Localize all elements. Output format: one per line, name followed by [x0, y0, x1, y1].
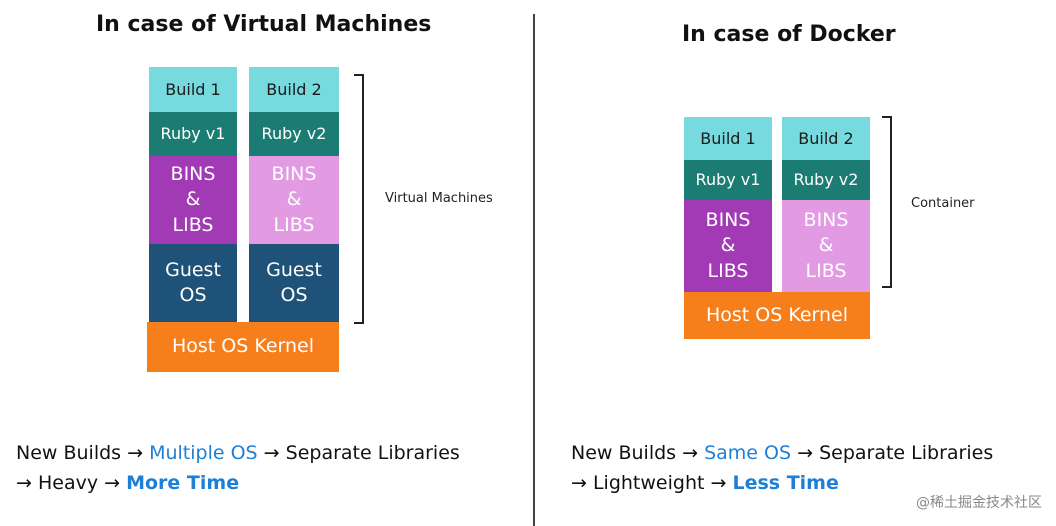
arrow-icon: → [127, 442, 144, 464]
docker-bins-libs-1: BINS & LIBS [684, 200, 772, 292]
divider [533, 14, 535, 526]
vm-build-1: Build 1 [149, 67, 237, 112]
docker-weight-label: Lightweight [592, 472, 705, 494]
arrow-icon: → [682, 442, 699, 464]
docker-host-os-kernel: Host OS Kernel [684, 292, 870, 339]
docker-bins-libs-2: BINS & LIBS [782, 200, 870, 292]
arrow-icon: → [263, 442, 280, 464]
docker-build-2: Build 2 [782, 117, 870, 160]
docker-libraries-label: Separate Libraries [819, 442, 994, 464]
vm-caption-line-1: New Builds → Multiple OS → Separate Libr… [16, 442, 460, 464]
arrow-icon: → [710, 472, 727, 494]
vm-ruby-2: Ruby v2 [249, 112, 339, 156]
vm-title: In case of Virtual Machines [96, 12, 432, 37]
vm-os-label: Multiple OS [149, 442, 258, 464]
docker-ruby-1: Ruby v1 [684, 160, 772, 200]
arrow-icon: → [797, 442, 814, 464]
vm-libraries-label: Separate Libraries [285, 442, 460, 464]
vm-guest-os-2: Guest OS [249, 244, 339, 322]
vm-new-builds: New Builds [16, 442, 122, 464]
docker-time-label: Less Time [732, 472, 839, 494]
docker-brace-label: Container [911, 196, 975, 211]
docker-os-label: Same OS [704, 442, 792, 464]
arrow-icon: → [104, 472, 121, 494]
vm-bins-libs-2: BINS & LIBS [249, 156, 339, 244]
vm-brace-label: Virtual Machines [385, 191, 493, 206]
docker-ruby-2: Ruby v2 [782, 160, 870, 200]
docker-new-builds: New Builds [571, 442, 677, 464]
docker-title: In case of Docker [682, 22, 896, 47]
docker-build-1: Build 1 [684, 117, 772, 160]
arrow-icon: → [16, 472, 32, 494]
vm-caption-line-2: → Heavy → More Time [16, 472, 239, 494]
docker-brace [882, 116, 892, 288]
vm-weight-label: Heavy [37, 472, 99, 494]
vm-build-2: Build 2 [249, 67, 339, 112]
vm-time-label: More Time [126, 472, 240, 494]
docker-caption-line-2: → Lightweight → Less Time [571, 472, 839, 494]
vm-ruby-1: Ruby v1 [149, 112, 237, 156]
vm-guest-os-1: Guest OS [149, 244, 237, 322]
vm-bins-libs-1: BINS & LIBS [149, 156, 237, 244]
watermark: @稀土掘金技术社区 [916, 495, 1042, 511]
arrow-icon: → [571, 472, 587, 494]
docker-caption-line-1: New Builds → Same OS → Separate Librarie… [571, 442, 993, 464]
vm-host-os-kernel: Host OS Kernel [147, 322, 339, 372]
vm-brace [354, 74, 364, 324]
